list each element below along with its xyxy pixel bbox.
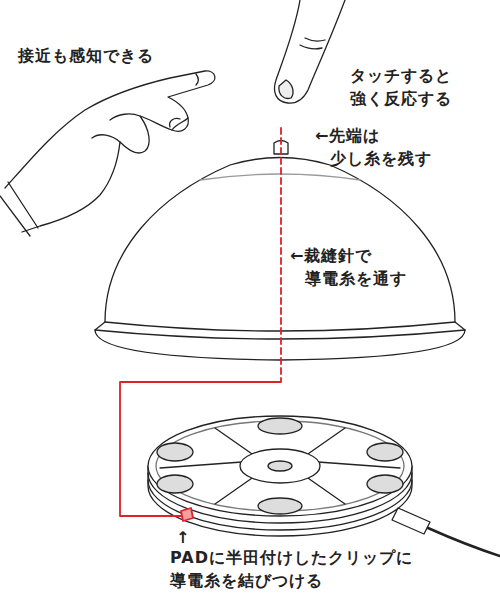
- annotation-label: ←裁縫針で 導電糸を通す: [290, 244, 425, 290]
- annotation-label: 接近も感知できる: [18, 44, 154, 67]
- annotation-label: タッチすると 強く反応する: [350, 64, 475, 110]
- finger-drawing: [275, 0, 346, 103]
- dome-cover: [95, 141, 465, 361]
- pad-device: [148, 416, 500, 556]
- annotation-label: ↑: [176, 526, 190, 549]
- conductive-thread: [120, 128, 281, 521]
- annotation-label: PADに半田付けしたクリップに 導電糸を結びつける: [170, 546, 480, 592]
- annotation-label: ←先端は 少し糸を残す: [315, 124, 450, 170]
